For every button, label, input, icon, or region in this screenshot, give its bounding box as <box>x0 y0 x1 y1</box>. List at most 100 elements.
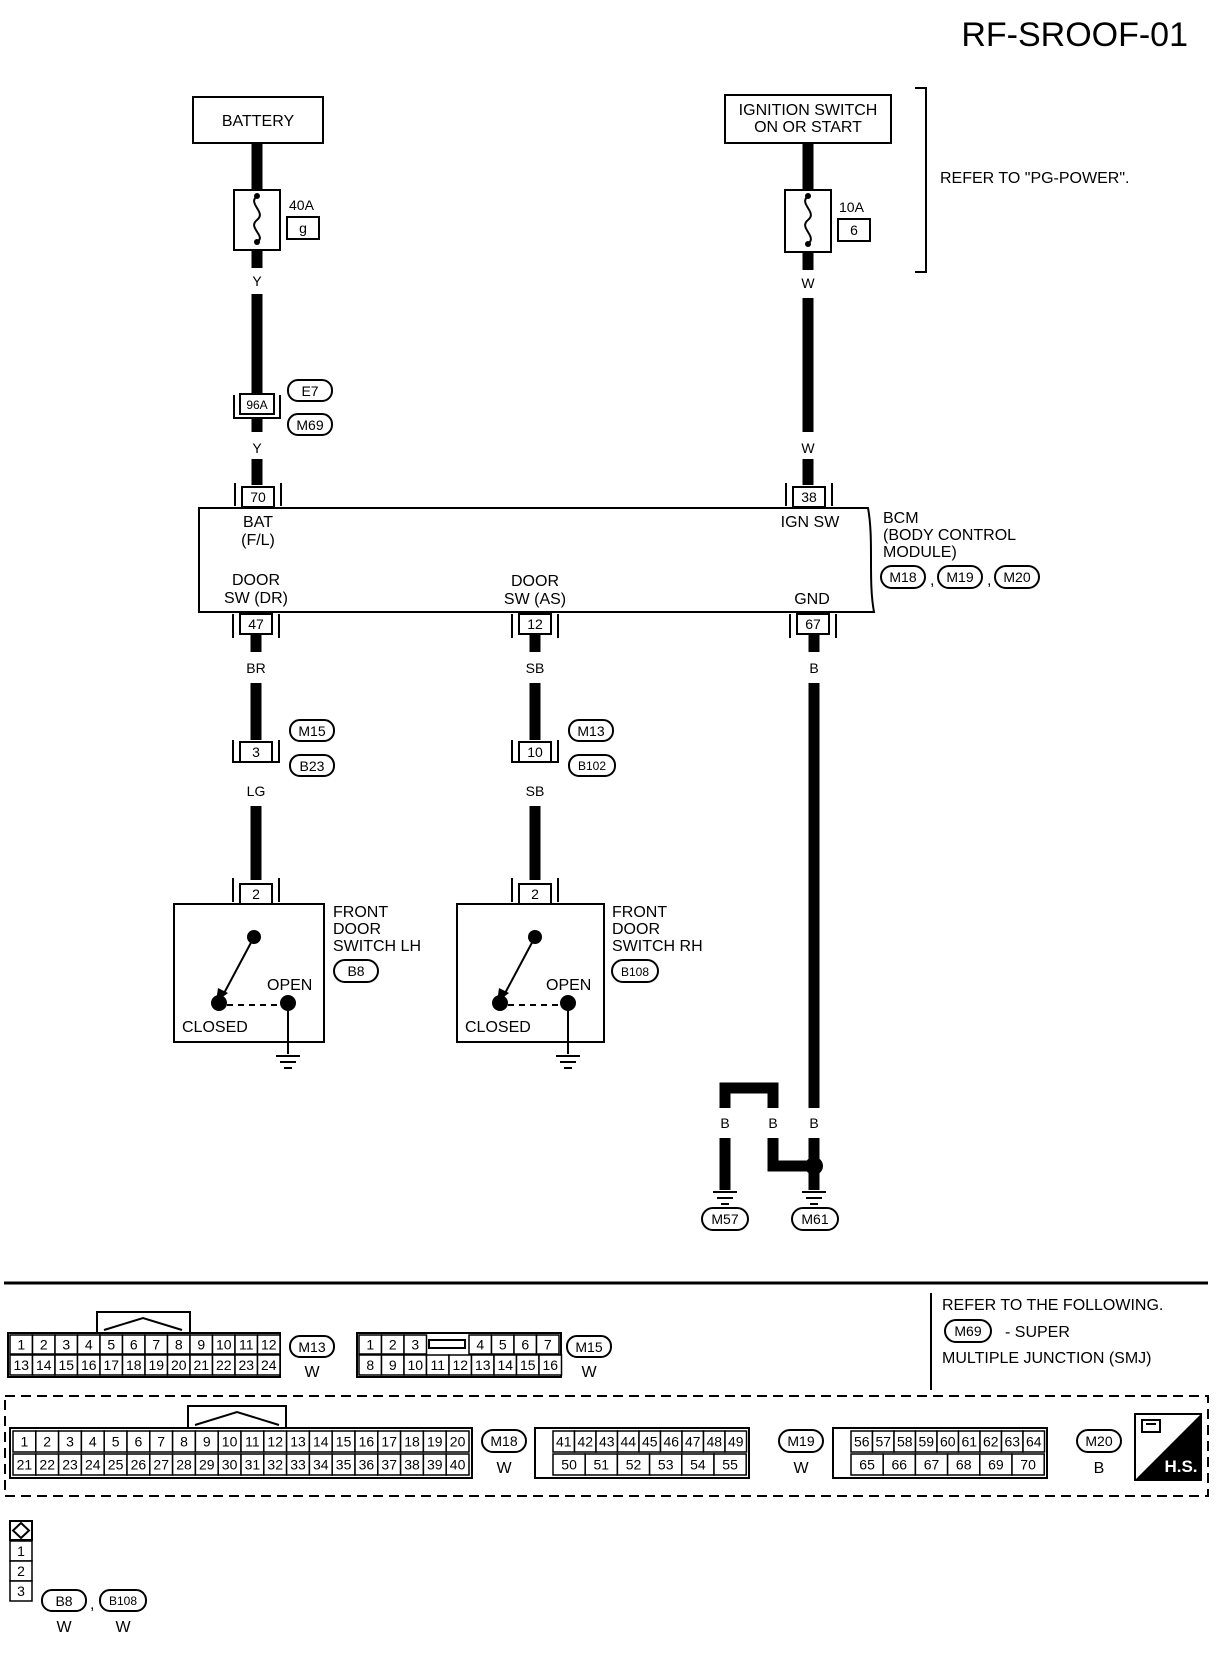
connector-pin-number: 29 <box>199 1457 215 1473</box>
connector-pin-number: 40 <box>450 1457 466 1473</box>
connector-pin-number: 64 <box>1026 1434 1042 1450</box>
fuse-40a-dot-top <box>254 193 260 199</box>
connector-pin-cell <box>535 1334 560 1355</box>
m18-lock-tab <box>187 1405 287 1428</box>
connector-pin-number: 44 <box>620 1434 636 1450</box>
connector-pin-number: 1 <box>17 1543 25 1559</box>
smj-text-1: - SUPER <box>1005 1324 1070 1341</box>
inline-right-conn-b102-label: B102 <box>578 759 606 773</box>
connector-pin-number: 12 <box>261 1337 277 1353</box>
wire-color-b-2: B <box>809 1115 818 1131</box>
m20-housing <box>832 1427 1048 1479</box>
wire-color-lg: LG <box>247 783 266 799</box>
smj-conn-m69-label: M69 <box>954 1323 981 1339</box>
connector-icon <box>1141 1419 1161 1433</box>
connector-pin-number: 18 <box>126 1357 142 1373</box>
junction-96a-pin <box>239 393 275 415</box>
connector-pin-number: 57 <box>875 1434 891 1450</box>
connector-pin-number: 33 <box>290 1457 306 1473</box>
connector-pin-number: 65 <box>859 1457 875 1473</box>
wire-color-b-1: B <box>809 660 818 676</box>
connector-pin-number: 35 <box>336 1457 352 1473</box>
bcm-pin-12-bracket <box>511 614 559 638</box>
switch-lh-name-2: DOOR <box>333 921 381 938</box>
connector-pin-number: 48 <box>706 1434 722 1450</box>
refer-pg-power: REFER TO "PG-POWER". <box>940 170 1129 187</box>
connector-pin-number: 16 <box>542 1357 558 1373</box>
bcm-pin-70-num: 70 <box>250 489 266 505</box>
m19-name: M19 <box>787 1433 814 1449</box>
connector-pin-cell <box>9 1580 33 1602</box>
connector-pin-number: 38 <box>404 1457 420 1473</box>
bcm-pin-67-num: 67 <box>805 616 821 632</box>
bcm-conn-m18 <box>880 565 926 589</box>
m15-color: W <box>581 1364 597 1381</box>
connector-pin-number: 36 <box>359 1457 375 1473</box>
connector-pin-number: 23 <box>62 1457 78 1473</box>
inline-right-conn-m13-label: M13 <box>577 723 604 739</box>
switch-rh-pin-bracket <box>511 878 559 902</box>
switch-rh-box <box>456 903 605 1043</box>
diagram-title: RF-SROOF-01 <box>961 16 1188 54</box>
switch-lh-closed-terminal <box>211 995 227 1011</box>
ground-m57-icon <box>713 1191 737 1205</box>
connector-pin-number: 49 <box>728 1434 744 1450</box>
m15-name-pill <box>566 1335 612 1358</box>
inline-left-pin-num: 3 <box>252 744 260 760</box>
switch-rh-closed-terminal <box>492 995 508 1011</box>
fuse-10a-id-box <box>837 218 871 242</box>
connector-pin-number: 5 <box>499 1337 507 1353</box>
bcm-conn-m19-label: M19 <box>946 569 973 585</box>
ground-m61-label: M61 <box>801 1211 828 1227</box>
connector-pin-number: 22 <box>39 1457 55 1473</box>
wire-color-b-4: B <box>768 1115 777 1131</box>
fuse-10a-dot-bottom <box>805 241 811 247</box>
connector-pin-number: 51 <box>594 1457 610 1473</box>
switch-rh-name-1: FRONT <box>612 904 667 921</box>
connector-pin-number: 11 <box>245 1434 260 1450</box>
wire-color-b-3: B <box>720 1115 729 1131</box>
m13-color: W <box>304 1364 320 1381</box>
wire-color-sb-2: SB <box>526 783 545 799</box>
m19-name-pill <box>778 1429 824 1453</box>
switch-lh-name-3: SWITCH LH <box>333 938 421 955</box>
connector-pin-number: 5 <box>107 1337 115 1353</box>
bcm-desc-2: MODULE) <box>883 544 957 561</box>
switch-rh-closed-label: CLOSED <box>465 1019 531 1036</box>
connector-pin-number: 63 <box>1004 1434 1020 1450</box>
connector-pin-number: 12 <box>267 1434 283 1450</box>
bcm-pin-38-num: 38 <box>801 489 817 505</box>
connector-pin-number: 55 <box>722 1457 738 1473</box>
m13-lock-mark <box>103 1316 183 1331</box>
connector-pin-number: 37 <box>381 1457 397 1473</box>
fuse-10a-symbol <box>804 195 812 245</box>
bcm-pin-12-label-1: DOOR <box>511 573 559 590</box>
bcm-conn-m20-label: M20 <box>1003 569 1030 585</box>
bcm-conn-m18-label: M18 <box>889 569 916 585</box>
bcm-pin-47-label-1: DOOR <box>232 572 280 589</box>
connector-pin-number: 47 <box>685 1434 701 1450</box>
inline-left-pin <box>239 741 273 763</box>
junction-conn-e7 <box>287 379 333 402</box>
b8-name-sep: , <box>90 1596 94 1613</box>
connector-pin-number: 9 <box>203 1434 211 1450</box>
connector-pin-number: 13 <box>290 1434 306 1450</box>
switch-rh-open-terminal <box>560 995 576 1011</box>
wire-color-sb-1: SB <box>526 660 545 676</box>
connector-pin-number: 2 <box>17 1563 25 1579</box>
switch-rh-open-label: OPEN <box>546 977 591 994</box>
inline-left-conn-b23-label: B23 <box>300 758 325 774</box>
connector-pin-number: 15 <box>58 1357 74 1373</box>
fuse-40a-symbol <box>253 195 261 243</box>
connector-pin-cell <box>538 1354 563 1376</box>
ground-m57-label: M57 <box>711 1211 738 1227</box>
inline-right-conn-b102 <box>568 754 616 777</box>
switch-rh-ground-icon <box>556 1055 580 1069</box>
connector-pin-number: 69 <box>988 1457 1004 1473</box>
connector-pin-number: 34 <box>313 1457 329 1473</box>
connector-pin-number: 10 <box>407 1357 423 1373</box>
connector-pin-number: 16 <box>81 1357 97 1373</box>
connector-pin-number: 20 <box>171 1357 187 1373</box>
m19-housing <box>534 1427 750 1479</box>
